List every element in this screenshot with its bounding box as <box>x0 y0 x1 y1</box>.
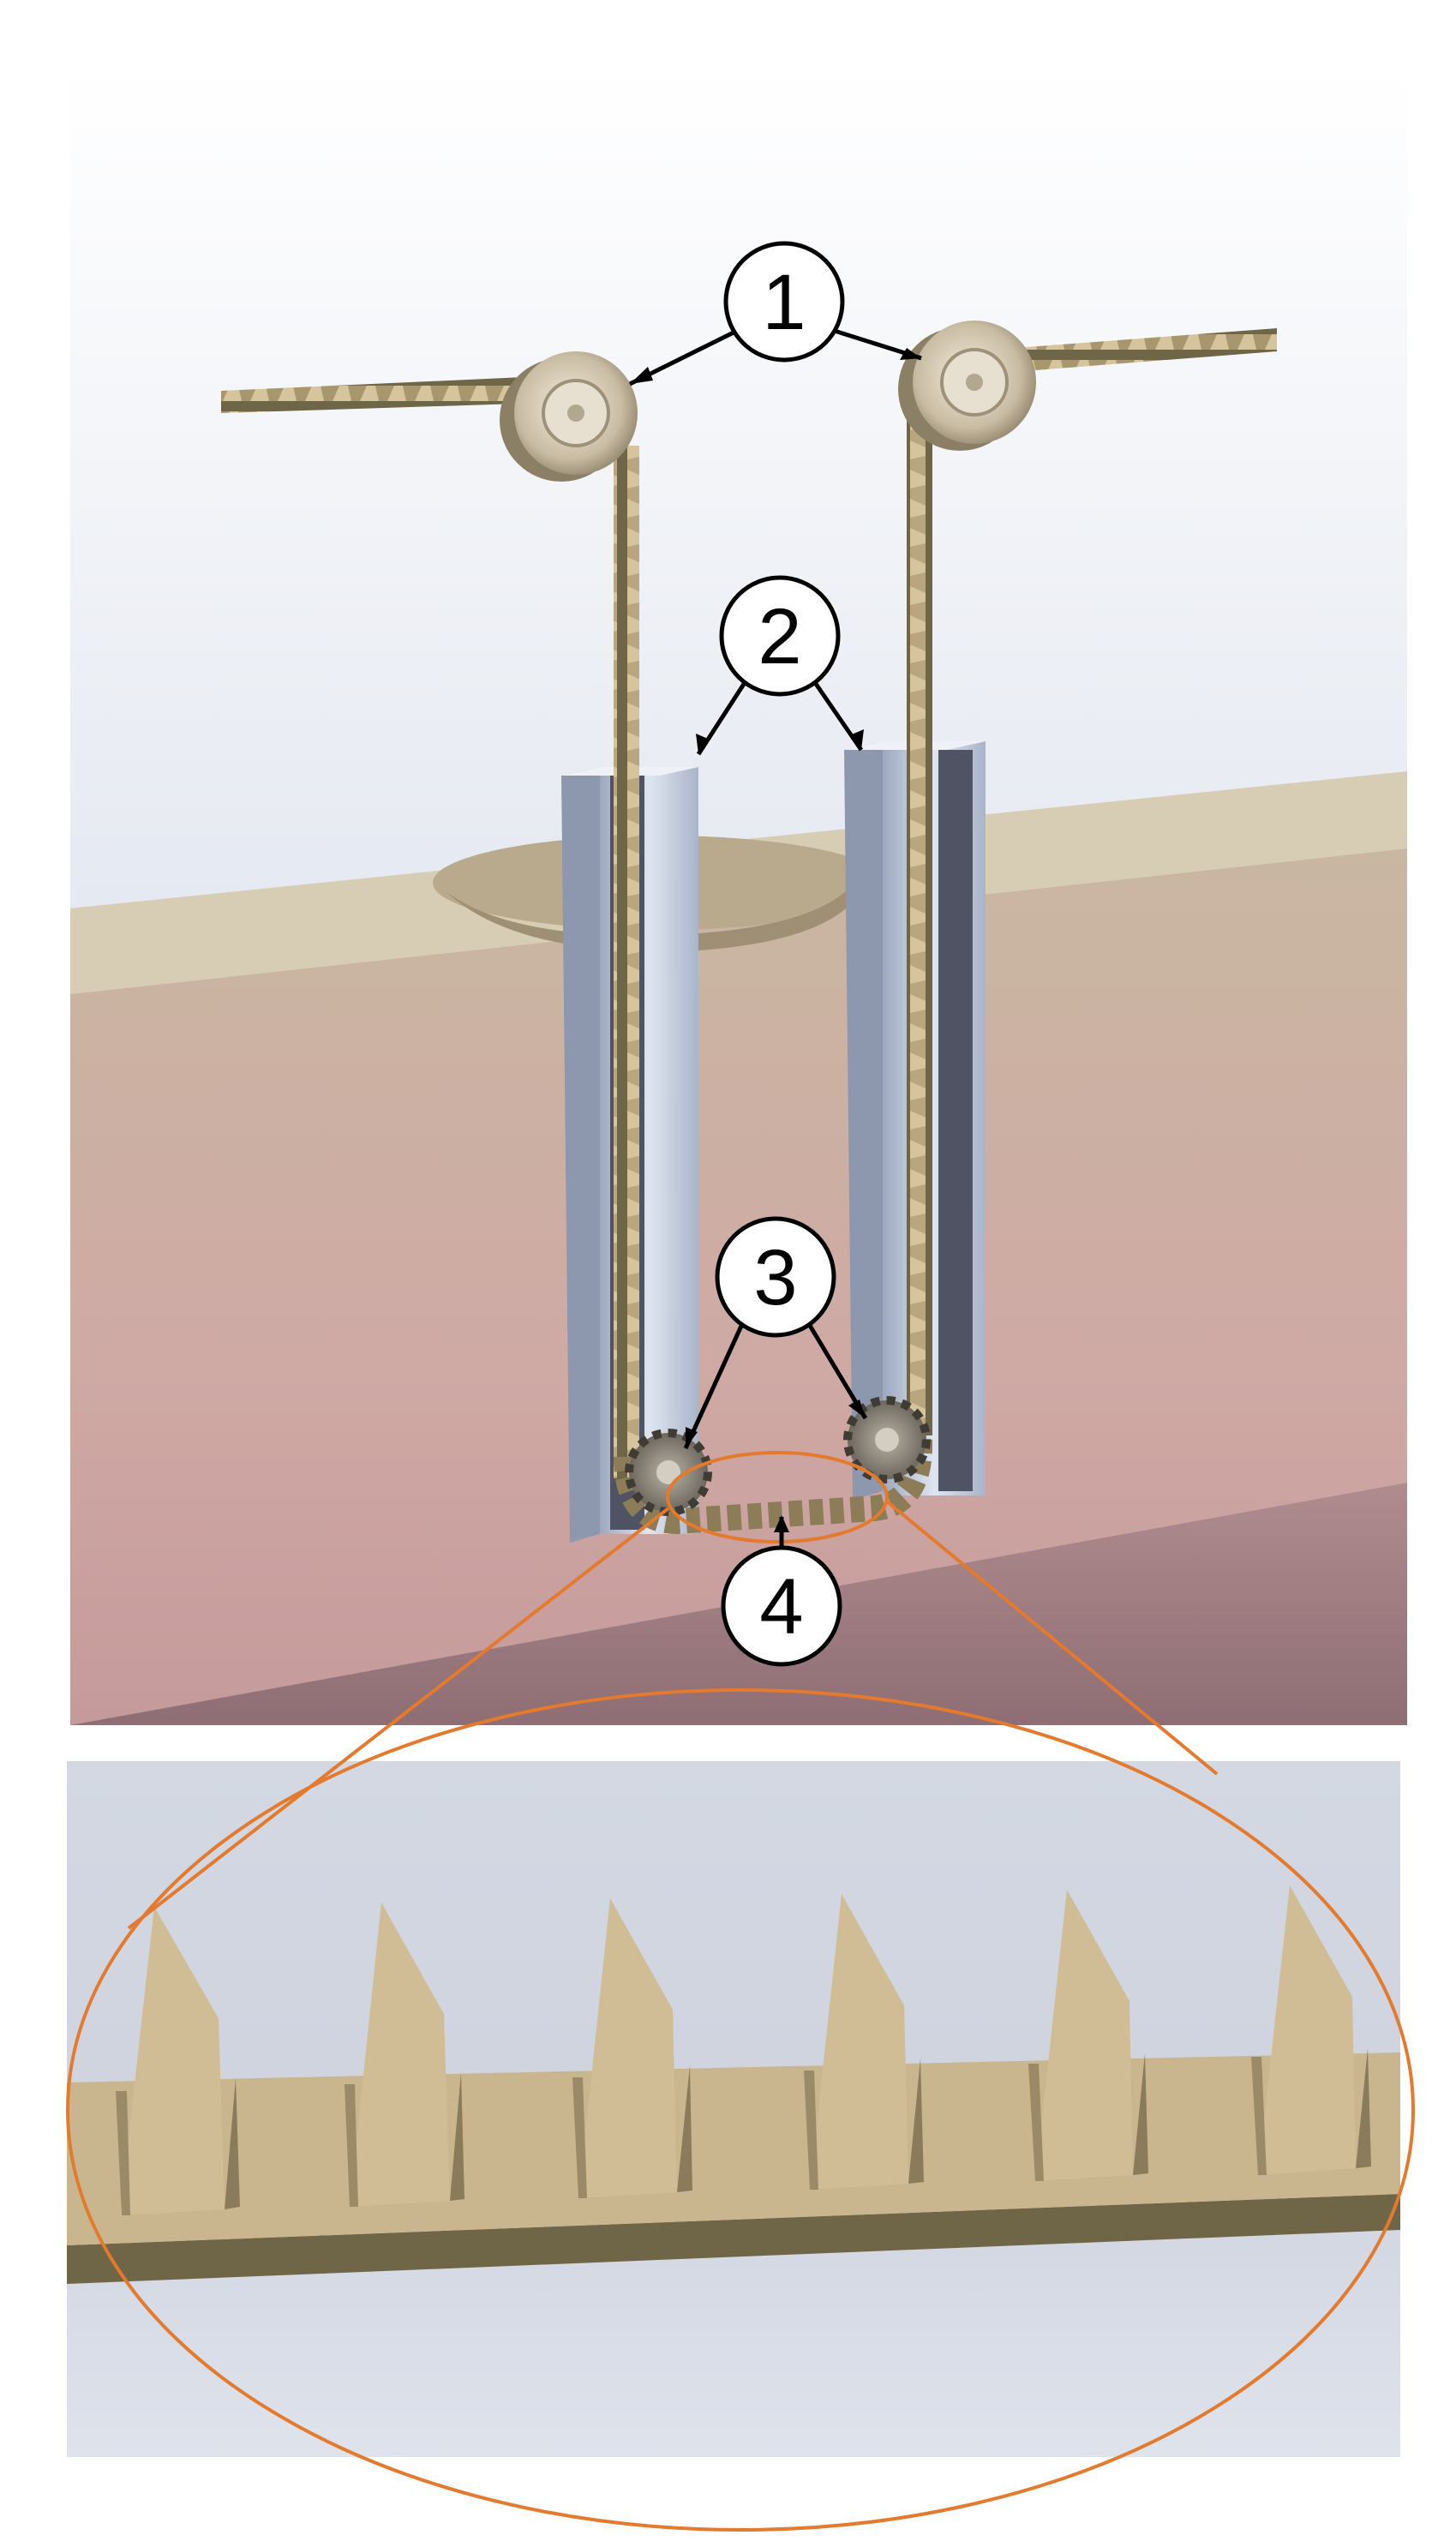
gear-right <box>843 1396 931 1483</box>
callout-1: 1 <box>723 241 845 363</box>
gear-left <box>625 1429 712 1516</box>
zoom-region-marker <box>666 1451 889 1543</box>
tissue-cavity-shadow <box>446 866 866 952</box>
inset-tooth-1 <box>116 1907 240 2215</box>
pulley-right <box>898 321 1036 451</box>
inset-tooth-5 <box>1028 1890 1148 2181</box>
inset-tooth-4 <box>804 1894 924 2190</box>
callout-3: 3 <box>715 1216 836 1338</box>
callout-2: 2 <box>719 575 841 697</box>
inset-tooth-3 <box>572 1898 692 2198</box>
rack-bottom-loop <box>614 1439 933 1535</box>
rack-vertical-left <box>614 446 639 1478</box>
callout-1-label: 1 <box>762 259 806 346</box>
callout-2-label: 2 <box>758 593 801 680</box>
inset-tooth-2 <box>345 1903 464 2207</box>
channel-right <box>844 741 986 1500</box>
zoom-connector <box>66 1500 1415 2532</box>
callout-4-label: 4 <box>759 1563 803 1651</box>
rack-vertical-right <box>907 411 932 1435</box>
callout-3-label: 3 <box>753 1234 797 1321</box>
inset-rack-teeth <box>116 1885 1371 2215</box>
inset-tooth-6 <box>1251 1885 1371 2175</box>
inset-rack-bottom-face <box>67 2194 1400 2284</box>
zoom-inset <box>67 1761 1400 2457</box>
callout-4: 4 <box>721 1545 842 1667</box>
callout-arrowheads <box>630 348 921 1532</box>
pulley-left <box>500 351 638 482</box>
